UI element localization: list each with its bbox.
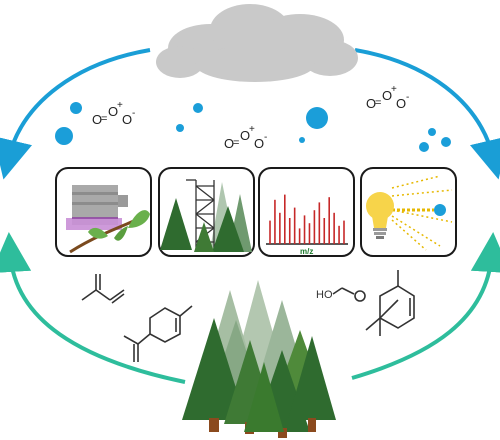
charge-label: - — [264, 132, 267, 143]
forest-icon — [182, 280, 336, 438]
panel-flux-tower — [158, 167, 255, 257]
droplet — [299, 137, 305, 143]
limonene-structure-icon — [123, 305, 193, 362]
oxygen-atom-label: O — [92, 112, 102, 127]
droplet — [193, 103, 203, 113]
ozone-label-3: O = O + O - — [366, 84, 409, 111]
oxygen-atom-label: O — [254, 136, 264, 151]
charge-label: + — [391, 84, 397, 95]
bond-label: = — [375, 97, 381, 109]
particle-icon — [434, 204, 446, 216]
charge-label: - — [406, 92, 409, 103]
droplet — [428, 128, 436, 136]
droplet — [441, 137, 451, 147]
blue-arrow-right — [354, 48, 500, 180]
spectrum-peaks — [269, 194, 345, 244]
hydroxyl-label: HO — [316, 289, 333, 301]
oxygen-atom-label: O — [396, 96, 406, 111]
ozone-label-2: O = O + O - — [224, 124, 267, 151]
green-arrow-left — [0, 232, 186, 384]
leaf-chamber-icon — [66, 185, 150, 254]
oxygen-atom-label: O — [122, 112, 132, 127]
cloud-icon — [156, 4, 358, 82]
charge-label: + — [249, 124, 255, 135]
oxygen-atom-label: O — [224, 136, 234, 151]
charge-label: + — [117, 100, 123, 111]
light-bulb-icon — [366, 175, 453, 251]
green-arrow-right — [351, 232, 500, 380]
pinene-structure-icon — [365, 270, 415, 336]
ozone-label-1: O = O + O - — [92, 100, 135, 127]
oxygen-atom-label: O — [108, 104, 118, 119]
droplet — [419, 142, 429, 152]
formic-acid-structure-icon: HO — [316, 287, 366, 302]
droplet — [70, 102, 82, 114]
mass-spectrum-icon: m/z — [266, 194, 348, 256]
bond-label: = — [101, 113, 107, 125]
oxygen-atom-label: O — [382, 88, 392, 103]
droplet — [55, 127, 73, 145]
droplets — [55, 102, 451, 152]
bond-label: = — [233, 137, 239, 149]
panel-mass-spectrum: m/z — [258, 167, 355, 257]
mz-axis-label: m/z — [300, 247, 313, 256]
flux-tower-icon — [160, 179, 252, 252]
droplet — [306, 107, 328, 129]
droplet — [176, 124, 184, 132]
blue-arrow-left — [0, 48, 151, 180]
oxygen-atom-label: O — [240, 128, 250, 143]
panel-leaf-chamber — [55, 167, 152, 257]
charge-label: - — [132, 108, 135, 119]
oxygen-atom-label: O — [366, 96, 376, 111]
cycle-arrows — [0, 48, 500, 384]
isoprene-structure-icon — [81, 274, 125, 304]
panel-photochemistry — [360, 167, 457, 257]
